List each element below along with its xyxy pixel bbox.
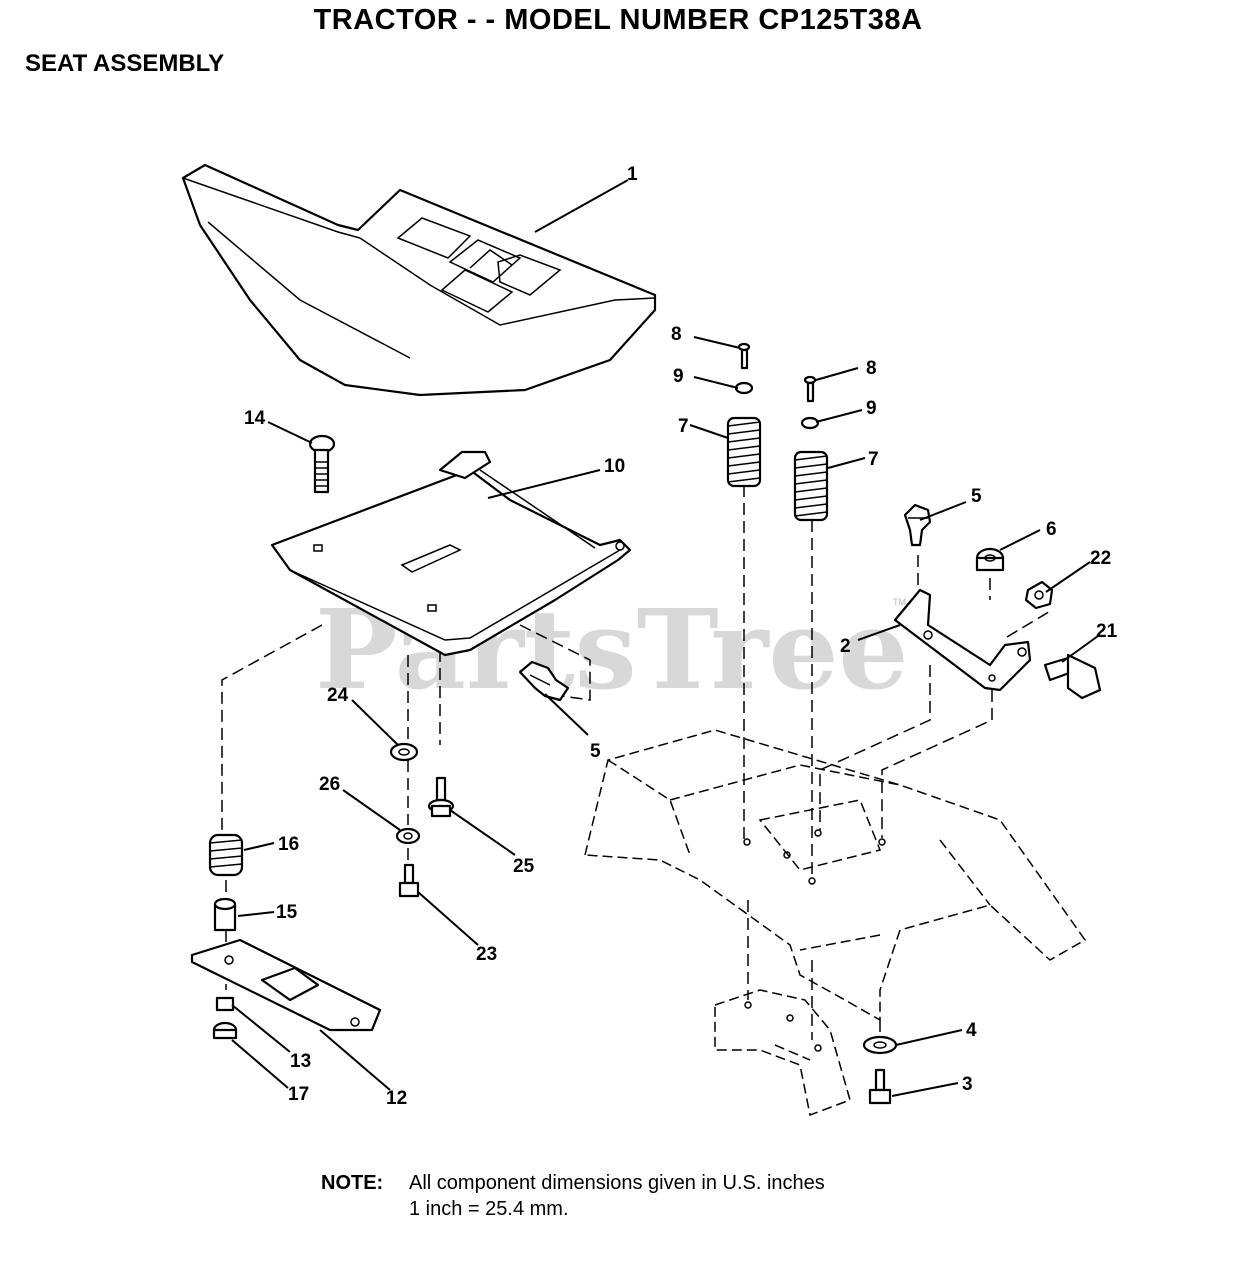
callout-6: 6: [1046, 519, 1057, 540]
washer-part-24-hole: [398, 748, 410, 756]
callout-16: 16: [278, 834, 299, 855]
callout-9: 9: [673, 366, 684, 387]
screw-part-8-left: [737, 342, 751, 370]
spacer-part-13: [215, 996, 235, 1012]
callout-4: 4: [966, 1020, 977, 1041]
spring-part-7-right: [793, 450, 829, 522]
callout-13: 13: [290, 1051, 311, 1072]
callout-17: 17: [288, 1084, 309, 1105]
bracket-part-2: [893, 588, 1032, 692]
spring-part-7-left: [726, 416, 762, 488]
bolt-part-25: [427, 776, 455, 818]
callout-22: 22: [1090, 548, 1111, 569]
callout-labels: 1 8 9 8 9 7 7 14 10 5 6 22 2 21 24 5 26 …: [244, 164, 1118, 1109]
callout-1: 1: [627, 164, 638, 185]
callout-14: 14: [244, 408, 266, 429]
nut-part-22: [1024, 580, 1054, 610]
spring-part-16: [208, 833, 244, 877]
carriage-bolt-part-14: [308, 434, 336, 494]
seat-pan-part-10: [270, 450, 632, 657]
callout-5: 5: [971, 486, 982, 507]
callout-24: 24: [327, 685, 349, 706]
washer-part-9-left: [734, 381, 754, 395]
clip-part-5-upper: [903, 503, 932, 547]
callout-25: 25: [513, 856, 535, 877]
spacer-part-15: [213, 897, 237, 932]
washer-part-9-right: [800, 416, 820, 430]
callout-12: 12: [386, 1088, 407, 1109]
callout-5b: 5: [590, 741, 601, 762]
screw-part-8-right: [803, 375, 817, 403]
clip-part-5-lower: [518, 660, 570, 702]
callout-7: 7: [678, 416, 689, 437]
callout-3: 3: [962, 1074, 973, 1095]
knob-bolt-part-21: [1043, 653, 1102, 700]
washer-part-26: [395, 827, 421, 845]
washer-part-26-hole: [403, 832, 413, 840]
tractor-frame: [584, 729, 1087, 1117]
note-line-1: All component dimensions given in U.S. i…: [409, 1172, 825, 1194]
callout-21: 21: [1096, 621, 1118, 642]
bolt-part-23: [398, 863, 420, 898]
seat-part-1: [181, 163, 657, 397]
washer-part-4-hole: [873, 1041, 887, 1049]
washer-part-4: [862, 1035, 898, 1055]
bolt-part-3: [868, 1068, 892, 1105]
plate-part-12: [190, 938, 382, 1032]
page-title: TRACTOR - - MODEL NUMBER CP125T38A: [313, 4, 923, 36]
note-label: NOTE:: [321, 1172, 384, 1194]
callout-8: 8: [671, 324, 682, 345]
section-title: SEAT ASSEMBLY: [25, 50, 225, 77]
washer-part-24: [389, 742, 419, 762]
leader-lines: [231, 179, 1099, 1097]
callout-7b: 7: [868, 449, 879, 470]
nut-part-17: [212, 1021, 238, 1040]
nut-part-6: [975, 547, 1005, 572]
callout-8b: 8: [866, 358, 877, 379]
callout-23: 23: [476, 944, 497, 965]
note-line-2: 1 inch = 25.4 mm.: [409, 1198, 569, 1220]
callout-15: 15: [276, 902, 298, 923]
callout-10: 10: [604, 456, 625, 477]
callout-2: 2: [840, 636, 851, 657]
callout-26: 26: [319, 774, 340, 795]
callout-9b: 9: [866, 398, 877, 419]
watermark-trademark: TM: [893, 597, 906, 607]
